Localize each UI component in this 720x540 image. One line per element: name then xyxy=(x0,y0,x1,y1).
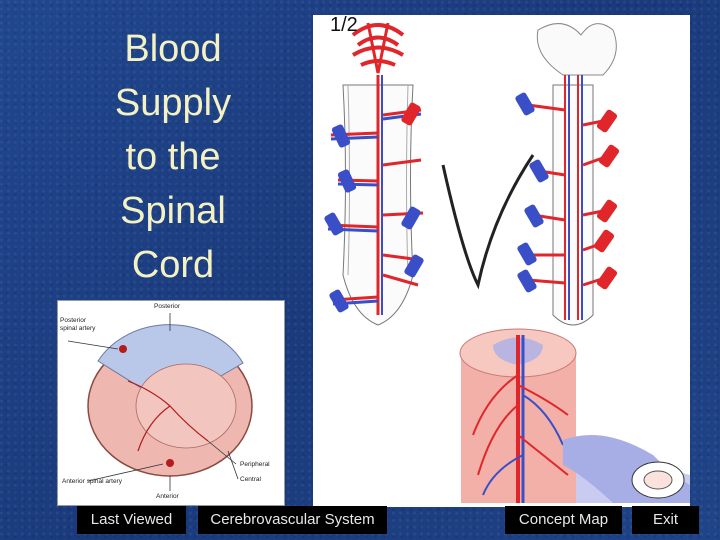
slide-title-line: to the xyxy=(125,136,221,178)
label-anterior-spinal-artery: Anterior spinal artery xyxy=(62,478,122,485)
spinal-arteries-drawing xyxy=(324,22,690,503)
label-posterior-spinal-artery-1: Posterior xyxy=(60,317,87,324)
page-indicator: 1/2 xyxy=(330,14,358,36)
cerebrovascular-system-button[interactable]: Cerebrovascular System xyxy=(198,506,387,534)
slide-title-line: Spinal xyxy=(120,190,226,232)
cross-section-drawing xyxy=(67,313,253,491)
label-posterior: Posterior xyxy=(154,303,181,310)
cord-segment-3d xyxy=(459,328,690,503)
slide-title-line: Cord xyxy=(131,244,215,286)
connector-curve xyxy=(441,154,535,290)
slide-title: Blood Supply to the Spinal Cord xyxy=(88,22,258,292)
last-viewed-button[interactable]: Last Viewed xyxy=(77,506,186,534)
slide-title-line: Supply xyxy=(114,82,232,124)
label-central: Central xyxy=(240,476,261,483)
slide-title-line: Blood xyxy=(124,28,222,70)
exit-button[interactable]: Exit xyxy=(632,506,699,534)
anterior-spinal-cord-diagram xyxy=(324,22,424,326)
spinal-cord-vascular-illustration xyxy=(313,15,690,507)
cross-section-inset: Posterior Posterior spinal artery Periph… xyxy=(57,300,285,506)
concept-map-button[interactable]: Concept Map xyxy=(505,506,622,534)
label-posterior-spinal-artery-2: spinal artery xyxy=(60,325,96,332)
label-peripheral: Peripheral xyxy=(240,461,270,468)
posterior-spinal-cord-diagram xyxy=(515,23,620,326)
label-anterior: Anterior xyxy=(156,493,179,500)
